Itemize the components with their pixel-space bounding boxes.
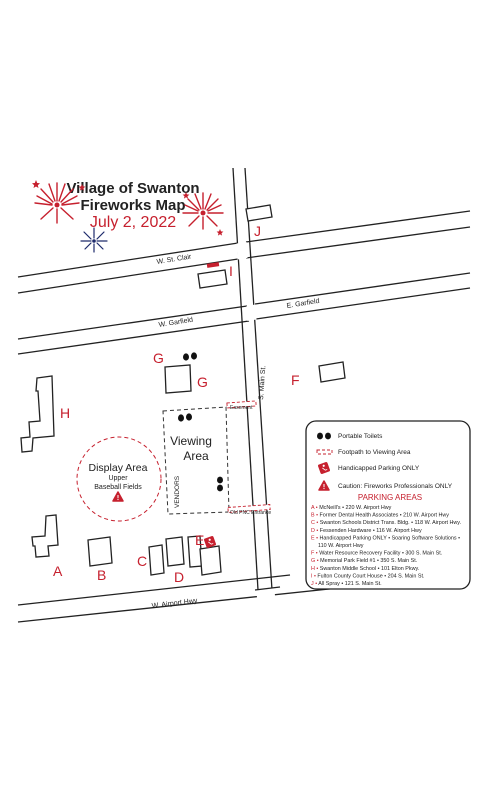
lot-label-g-south: G (197, 374, 208, 390)
parking-list-letter: A • (311, 505, 319, 511)
lot-label-i: I (229, 263, 233, 279)
toilet-icon (217, 476, 223, 492)
title-line-1: Village of Swanton (66, 180, 199, 197)
handicap-icon (204, 536, 216, 548)
event-date: July 2, 2022 (90, 214, 176, 231)
parking-list-item: E • Handicapped Parking ONLY • Soaring S… (311, 535, 460, 541)
street-label-w-airport: W. Airport Hwy (151, 597, 198, 610)
parking-list-text: All Spray • 121 S. Main St. (318, 581, 381, 587)
parking-list-letter: D • (311, 528, 320, 534)
legend-caution: Caution: Fireworks Professionals ONLY (338, 483, 453, 490)
toilet-icon (317, 432, 331, 440)
handicap-icon (318, 462, 330, 474)
parking-list-item: G • Memorial Park Field #1 • 350 S. Main… (311, 558, 417, 564)
main-st-segments (254, 586, 281, 591)
firework-burst-icon (182, 192, 224, 230)
vendors-label: VENDORS (174, 475, 181, 508)
parking-list-text: Handicapped Parking ONLY • Soaring Softw… (319, 535, 460, 541)
parking-list-text: Fulton County Court House • 204 S. Main … (317, 573, 424, 579)
lot-label-a: A (53, 563, 63, 579)
lot-label-f: F (291, 372, 300, 388)
parking-list-letter: I • (311, 573, 317, 579)
caution-icon (112, 491, 124, 502)
toilet-icon (178, 413, 192, 422)
parking-list-letter: F • (311, 551, 319, 557)
easement-label: Easement (230, 405, 253, 411)
title-line-2: Fireworks Map (80, 197, 185, 214)
footpath-easement: Easement (226, 400, 257, 411)
street-label-e-garfield: E. Garfield (286, 298, 320, 310)
parking-list-text: Memorial Park Field #1 • 350 S. Main St. (320, 558, 417, 564)
parking-list-letter: E • (311, 535, 319, 541)
display-area-label: Display Area (89, 462, 148, 474)
handicap-icon (206, 262, 220, 268)
parking-list-item: F • Water Resource Recovery Facility • 3… (311, 551, 442, 557)
parking-list-letter: C • (311, 520, 320, 526)
parking-list-text: Swanton Schools District Trans. Bldg. • … (320, 520, 461, 526)
street-label-s-main: S. Main St. (258, 365, 267, 400)
old-pnc-label: Old PNC Entrance (230, 510, 271, 516)
footpath-legend-icon (316, 449, 333, 455)
lot-label-e: E (195, 532, 204, 548)
parking-list-item: D • Fessenden Hardware • 116 W. Airport … (311, 528, 422, 534)
legend-toilets: Portable Toilets (338, 433, 383, 440)
legend-parking-title: PARKING AREAS (358, 493, 422, 502)
caution-icon (318, 480, 330, 491)
lot-label-d: D (174, 569, 184, 585)
intersections (236, 242, 276, 605)
parking-list-text: Water Resource Recovery Facility • 300 S… (319, 551, 442, 557)
parking-list-item: B • Former Dental Health Associates • 21… (311, 513, 449, 519)
toilet-icon (183, 352, 197, 361)
parking-list-letter: B • (311, 513, 319, 519)
legend-panel: Portable Toilets Footpath to Viewing Are… (305, 420, 471, 590)
display-area-sub-2: Baseball Fields (94, 484, 142, 491)
legend-handicap: Handicapped Parking ONLY (338, 465, 420, 472)
parking-list-letter: H • (311, 566, 320, 572)
parking-list-item: A • McNeill's • 220 W. Airport Hwy (311, 505, 392, 511)
lot-label-j: J (254, 223, 261, 239)
parking-list-letter: J • (311, 581, 318, 587)
lot-label-b: B (97, 567, 106, 583)
display-area-boundary (76, 436, 162, 522)
legend-border (305, 420, 471, 590)
parking-list-text: 110 W. Airport Hwy (318, 543, 364, 549)
parking-list-text: Former Dental Health Associates • 210 W.… (319, 513, 449, 519)
parking-list-text: Swanton Middle School • 101 Elton Pkwy. (320, 566, 419, 572)
parking-list-item: J • All Spray • 121 S. Main St. (311, 581, 382, 587)
buildings (20, 204, 346, 576)
lot-label-g-north: G (153, 350, 164, 366)
display-area-sub-1: Upper (108, 475, 128, 482)
lot-label-h: H (60, 405, 70, 421)
firework-burst-icon (80, 227, 108, 253)
firework-burst-icon (34, 182, 80, 224)
footpath-old-pnc: Old PNC Entrance (227, 504, 271, 516)
viewing-area-label-2: Area (183, 449, 209, 463)
parking-list-item: C • Swanton Schools District Trans. Bldg… (311, 520, 461, 526)
star-decorations (32, 180, 224, 236)
parking-list-item: H • Swanton Middle School • 101 Elton Pk… (311, 566, 419, 572)
parking-list-item: I • Fulton County Court House • 204 S. M… (311, 573, 424, 579)
legend-footpath: Footpath to Viewing Area (338, 449, 411, 456)
parking-list-text: Fessenden Hardware • 116 W. Airport Hwy (320, 528, 422, 534)
parking-list-text: McNeill's • 220 W. Airport Hwy (319, 505, 391, 511)
viewing-area-label-1: Viewing (170, 434, 212, 448)
lot-label-c: C (137, 553, 147, 569)
parking-list-letter: G • (311, 558, 320, 564)
parking-list-item: 110 W. Airport Hwy (318, 543, 364, 549)
